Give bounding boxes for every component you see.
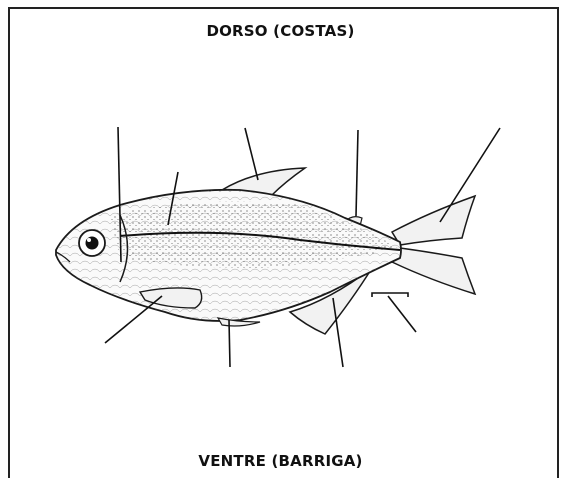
caudal-fin-lower	[392, 248, 475, 294]
pointer-adipose-fin	[356, 130, 358, 216]
caudal-fin-upper	[392, 196, 475, 245]
peduncle-bracket	[372, 293, 408, 297]
pointer-dorsal-fin	[245, 128, 258, 180]
eye-pupil	[86, 237, 99, 250]
ventral-side-label: VENTRE (BARRIGA)	[0, 452, 561, 470]
pointer-peduncle	[388, 296, 416, 332]
pointer-pelvic-fin	[229, 320, 230, 367]
